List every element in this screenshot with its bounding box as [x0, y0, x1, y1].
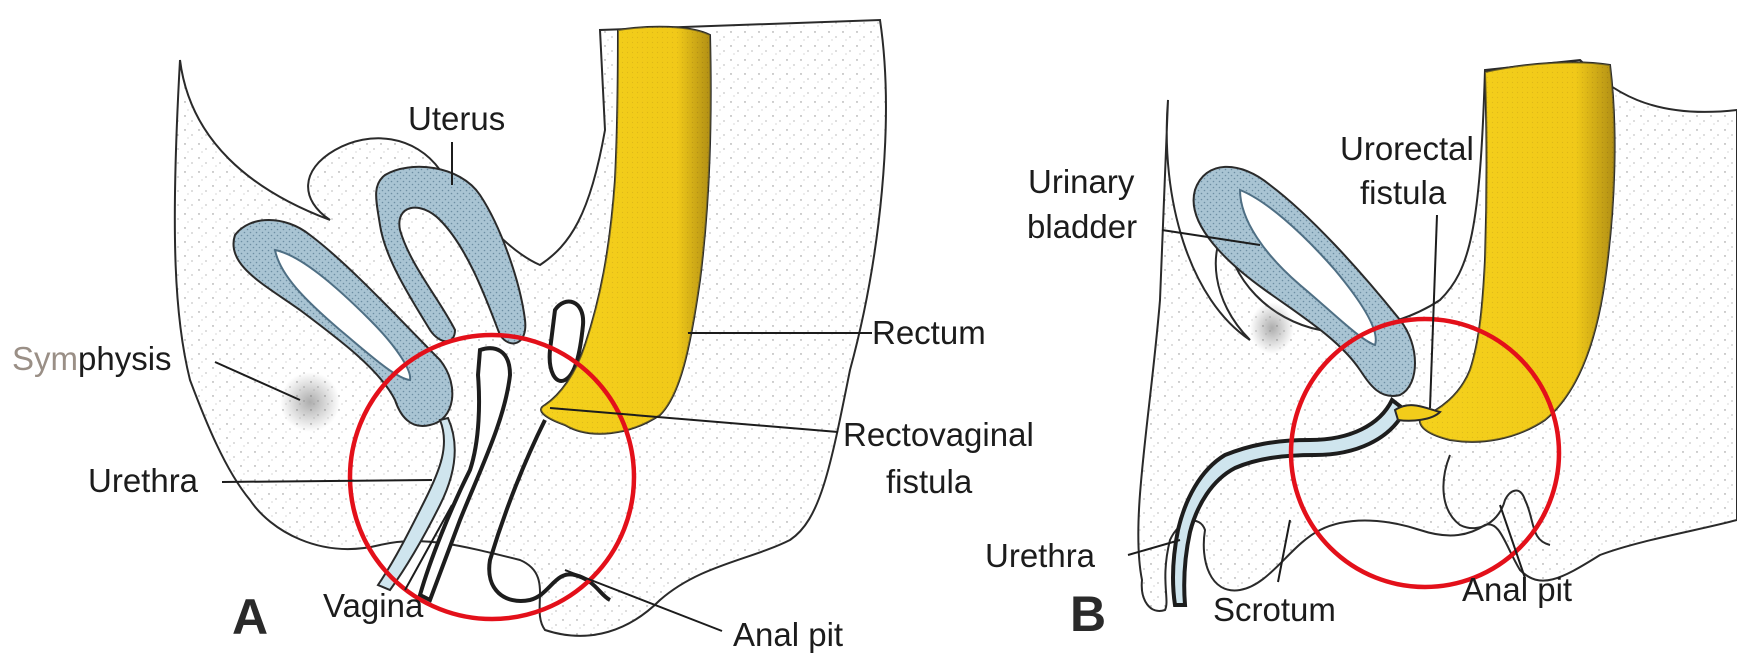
label-urethra-a: Urethra	[88, 462, 199, 499]
panel-a-letter: A	[232, 589, 268, 645]
label-rectum: Rectum	[872, 314, 986, 351]
label-urethra-b: Urethra	[985, 537, 1096, 574]
panel-b: Urinary bladder Urorectal fistula Urethr…	[985, 60, 1737, 642]
label-urorectal-line2: fistula	[1360, 174, 1447, 211]
label-scrotum: Scrotum	[1213, 591, 1336, 628]
label-symphysis-prefix: Sym	[12, 340, 78, 377]
panel-b-symphysis-shading	[1250, 302, 1294, 354]
label-rectovaginal-line2: fistula	[886, 463, 973, 500]
symphysis	[280, 372, 340, 432]
label-urorectal-line1: Urorectal	[1340, 130, 1474, 167]
label-symphysis-rest: physis	[78, 340, 172, 377]
label-rectovaginal-line1: Rectovaginal	[843, 416, 1034, 453]
panel-b-letter: B	[1070, 586, 1106, 642]
label-urinary-line2: bladder	[1027, 208, 1137, 245]
panel-a: Uterus Symphysis Urethra Vagina Rectum R…	[12, 20, 1034, 653]
label-anal-pit-b: Anal pit	[1462, 571, 1572, 608]
label-vagina: Vagina	[323, 587, 424, 624]
panel-a-body-outline	[175, 20, 886, 636]
label-anal-pit-a: Anal pit	[733, 616, 843, 653]
label-uterus: Uterus	[408, 100, 505, 137]
label-symphysis: Symphysis	[12, 340, 172, 377]
label-urinary-line1: Urinary	[1028, 163, 1135, 200]
